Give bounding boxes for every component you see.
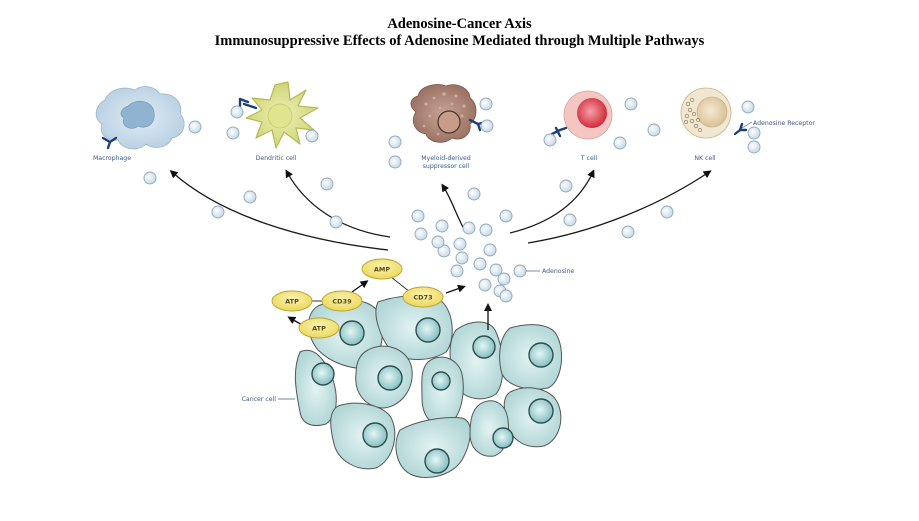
adenosine-molecule <box>411 209 425 223</box>
adenosine-molecule <box>143 171 157 185</box>
adenosine-molecule <box>329 215 343 229</box>
adenosine-molecule <box>543 133 557 147</box>
adenosine-molecule <box>388 135 402 149</box>
adenosine-molecule <box>478 278 492 292</box>
adenosine-molecule <box>211 205 225 219</box>
adenosine-molecule <box>497 272 511 286</box>
adenosine-molecule <box>455 251 469 265</box>
cd73-label: CD73 <box>413 294 432 302</box>
adenosine-molecule <box>188 120 202 134</box>
amp-node <box>361 258 403 280</box>
adenosine-molecule <box>467 187 481 201</box>
adenosine-molecule <box>450 264 464 278</box>
adenosine-molecule <box>499 209 513 223</box>
adenosine-molecule <box>230 105 244 119</box>
adenosine-molecules <box>143 97 761 303</box>
adenosine-molecule <box>647 123 661 137</box>
diagram-title: Adenosine-Cancer Axis <box>387 16 532 32</box>
dendritic-cell-label: Dendritic cell <box>256 155 297 162</box>
adenosine-molecule <box>320 177 334 191</box>
adenosine-molecule <box>437 244 451 258</box>
cd39-label: CD39 <box>332 298 352 306</box>
cd39-node <box>321 290 363 312</box>
atp-top-node <box>271 290 313 312</box>
adenosine-molecule <box>483 243 497 257</box>
adenosine-receptor-icon <box>101 136 118 150</box>
macrophage-cell <box>95 86 185 150</box>
enzyme-ellipses <box>271 258 444 339</box>
cancer-cell <box>421 356 464 427</box>
adenosine-molecule <box>243 190 257 204</box>
adenosine-molecule <box>624 97 638 111</box>
adenosine-molecule <box>489 263 503 277</box>
adenosine-molecule <box>613 136 627 150</box>
t-cell-label: T cell <box>580 155 598 162</box>
adenosine-molecule <box>479 97 493 111</box>
cancer-cell <box>294 349 337 426</box>
arrow-to-tcell <box>509 169 595 234</box>
adenosine-molecule <box>453 237 467 251</box>
adenosine-molecule <box>226 126 240 140</box>
mdsc-label-line1: Myeloid-derived <box>421 155 471 162</box>
cancer-cell-label: Cancer cell <box>242 396 277 403</box>
adenosine-molecule <box>621 225 635 239</box>
adenosine-molecule <box>435 219 449 233</box>
cd73-node <box>402 286 444 308</box>
adenosine-molecule <box>747 126 761 140</box>
adenosine-molecule <box>480 119 494 133</box>
adenosine-molecule <box>563 213 577 227</box>
adenosine-molecule <box>388 155 402 169</box>
mdsc-label-line2: suppressor cell <box>423 163 470 170</box>
amp-label: AMP <box>374 266 390 274</box>
nk-cell-label: NK cell <box>694 155 716 162</box>
adenosine-molecule <box>473 257 487 271</box>
adenosine-molecule <box>660 205 674 219</box>
adenosine-molecule <box>559 179 573 193</box>
adenosine-molecule <box>431 235 445 249</box>
adenosine-molecule <box>741 100 755 114</box>
macrophage-label: Macrophage <box>93 155 131 162</box>
arrow-to-macrophage <box>169 169 389 251</box>
adenosine-receptor-icon <box>238 97 258 110</box>
atp-top-label: ATP <box>285 298 299 306</box>
arrow-to-nkcell <box>527 170 712 244</box>
adenosine-molecule <box>479 223 493 237</box>
adenosine-molecule <box>513 264 527 278</box>
adenosine-molecule <box>414 227 428 241</box>
nk-cell <box>680 87 732 139</box>
adenosine-receptor-icon <box>733 122 748 136</box>
atp-bottom-label: ATP <box>312 325 326 333</box>
dendritic-cell <box>245 81 319 149</box>
adenosine-molecule <box>462 221 476 235</box>
atp-bottom-node <box>298 317 340 339</box>
adenosine-molecule <box>747 140 761 154</box>
cancer-cell <box>395 417 471 478</box>
mdsc-cell <box>410 84 477 143</box>
receptor-leader-line <box>741 121 753 129</box>
arrow-to-dendritic <box>285 169 391 238</box>
cancer-nuclei <box>311 317 554 474</box>
adenosine-receptor-icon <box>550 126 568 138</box>
adenosine-molecule <box>499 289 513 303</box>
adenosine-label: Adenosine <box>542 268 574 275</box>
adenosine-receptor-label: Adenosine Receptor <box>753 120 815 127</box>
diagram-subtitle: Immunosuppressive Effects of Adenosine M… <box>214 33 705 49</box>
t-cell <box>563 90 613 140</box>
adenosine-molecule <box>305 129 319 143</box>
